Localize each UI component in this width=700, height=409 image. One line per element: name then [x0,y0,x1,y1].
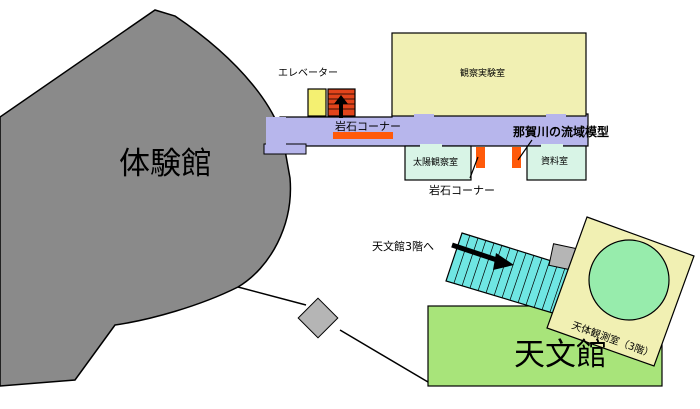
rock-corner-top-exhibit[interactable] [333,132,393,139]
corridor-join [266,117,286,147]
pointer-line-river [517,139,533,161]
small-structure-walkway [297,297,339,339]
taikenkan-building[interactable] [0,9,292,387]
sun-room-door [420,144,442,148]
sun-observation-label: 太陽観察室 [413,156,458,168]
rock-corner-bottom-label: 岩石コーナー [429,183,495,197]
elevator-label: エレベーター [278,67,338,79]
river-model-label: 那賀川の流域模型 [513,124,609,139]
materials-room-label: 資料室 [541,155,568,167]
observation-lab-room[interactable] [391,32,587,117]
lab-door-left [414,114,434,118]
walkway-line-left [237,286,307,306]
elevator-box[interactable] [307,88,327,117]
rock-corner-top-label: 岩石コーナー [335,119,401,133]
taikenkan-label: 体験館 [119,146,212,182]
lab-door-right [546,114,566,118]
river-model-exhibit[interactable] [512,147,521,168]
materials-room[interactable] [526,145,587,181]
materials-room-door [541,144,563,148]
observatory-3f[interactable] [546,216,695,367]
observatory-dome [588,239,670,321]
up-arrow-icon [334,95,348,118]
walkway-line-right [339,329,429,383]
to-tenmonkan-3f-label: 天文館3階へ [372,239,434,253]
observation-lab-label: 観察実験室 [460,67,505,79]
pointer-line-rock [469,156,479,179]
pointer-arrow-icon [451,242,514,270]
rock-corner-bottom-exhibit[interactable] [476,147,485,168]
tenmonkan-label: 天文館 [514,337,607,373]
